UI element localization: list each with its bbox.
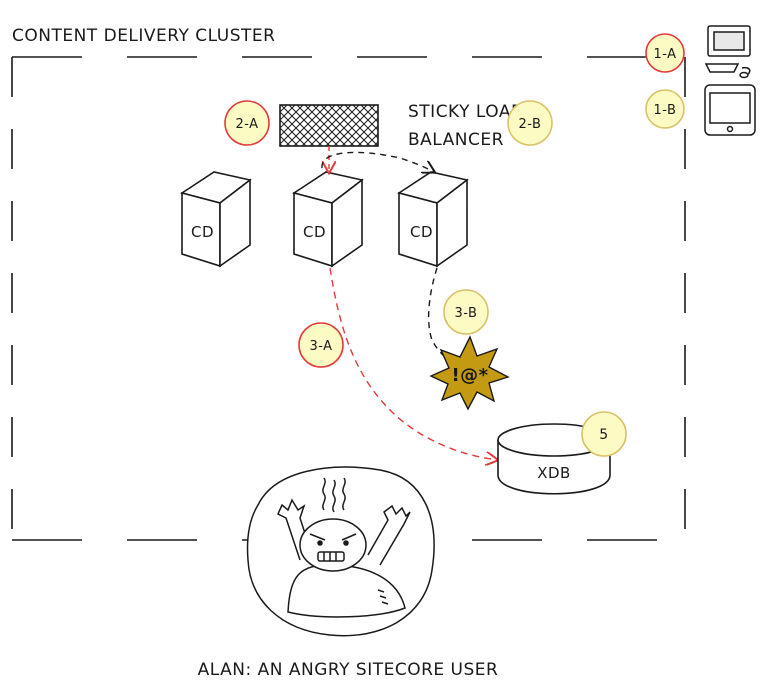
badge-5-label: 5 <box>599 427 608 443</box>
angry-user-illustration <box>246 466 435 637</box>
badge-3a-label: 3-A <box>309 339 332 354</box>
cluster-title: CONTENT DELIVERY CLUSTER <box>12 26 275 46</box>
database-label: XDB <box>537 464 571 482</box>
badge-2a-label: 2-A <box>235 117 258 132</box>
user-caption: ALAN: AN ANGRY SITECORE USER <box>198 660 499 680</box>
badge-3b: 3-B <box>443 289 489 335</box>
cd-server-1 <box>180 171 252 268</box>
badge-2b: 2-B <box>507 100 553 146</box>
badge-1a: 1-A <box>645 33 685 73</box>
user-body <box>287 564 406 618</box>
badge-2a: 2-A <box>224 100 270 146</box>
badge-1b-label: 1-B <box>654 103 677 118</box>
error-burst-icon <box>429 335 510 411</box>
badge-1a-label: 1-A <box>653 47 676 62</box>
badge-5: 5 <box>581 411 627 457</box>
user-eye-right <box>343 540 349 546</box>
user-teeth <box>323 552 337 561</box>
sticky-session-arrow <box>321 151 434 172</box>
cd-to-xdb-arrow <box>329 267 497 460</box>
shirt-marks <box>377 589 389 605</box>
balancer-label-line2: BALANCER <box>408 130 504 150</box>
badge-2b-label: 2-B <box>519 117 542 132</box>
steam-3 <box>342 477 346 511</box>
tablet-icon <box>704 84 756 136</box>
steam-2 <box>332 479 336 513</box>
balancer-label-line1: STICKY LOAD <box>408 102 525 122</box>
user-head <box>299 518 367 572</box>
badge-1b: 1-B <box>645 89 685 129</box>
badge-3b-label: 3-B <box>455 306 478 321</box>
desktop-computer-icon <box>704 25 751 79</box>
user-eye-left <box>317 540 323 546</box>
server-label-2: CD <box>303 223 326 241</box>
badge-3a: 3-A <box>298 322 344 368</box>
load-balancer-icon <box>279 104 379 147</box>
user-right-arm <box>367 504 411 566</box>
cluster-boundary <box>11 56 686 541</box>
user-mouth <box>317 551 345 562</box>
cd-server-3 <box>397 171 469 268</box>
server-label-3: CD <box>410 223 433 241</box>
steam-1 <box>322 477 326 511</box>
user-eyebrow-left <box>309 533 326 541</box>
user-eyebrow-right <box>341 533 357 541</box>
burst-text: !@* <box>451 365 488 386</box>
xdb-database-icon <box>497 423 611 495</box>
cd-server-2 <box>292 171 364 268</box>
server-label-1: CD <box>191 223 214 241</box>
